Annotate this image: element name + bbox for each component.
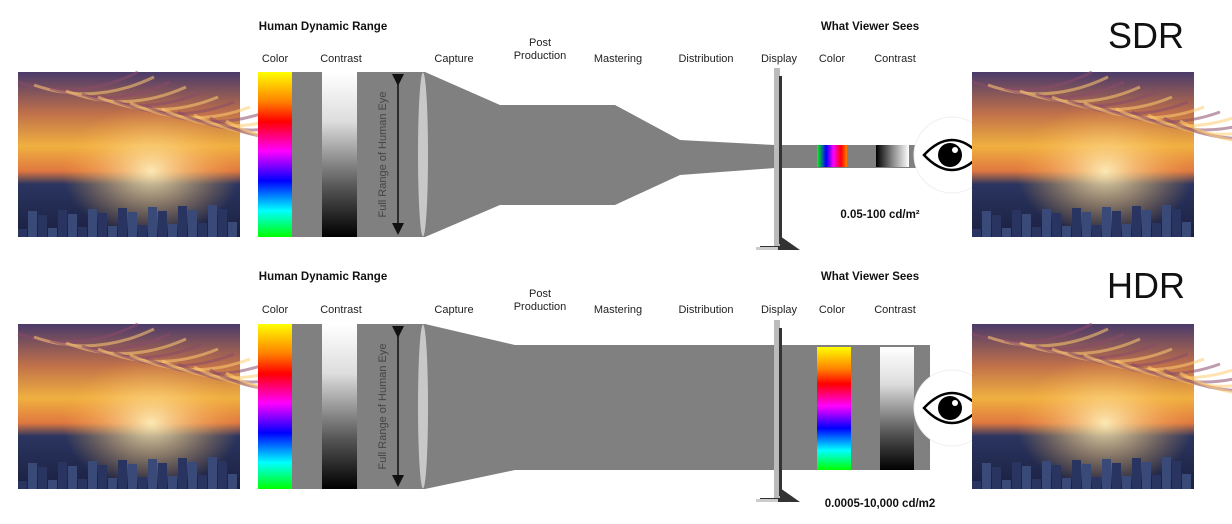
stage-mastering-label: Mastering bbox=[594, 304, 642, 316]
sdr-luminance-range: 0.05-100 cd/m² bbox=[840, 209, 919, 221]
viewer-color-label: Color bbox=[819, 53, 846, 65]
hdr-human-contrast-bar bbox=[322, 324, 357, 489]
stage-mastering-label: Mastering bbox=[594, 53, 642, 65]
stage-contrast-label: Contrast bbox=[320, 53, 362, 65]
hdr-signal-band bbox=[292, 324, 930, 489]
sdr-viewer-color-bar bbox=[817, 145, 847, 167]
hdr-row: Full Range of Human Eye Human Dynamic Ran… bbox=[17, 265, 1232, 510]
hdr-human-dynamic-range-heading: Human Dynamic Range bbox=[259, 271, 387, 283]
hdr-eye-range-label: Full Range of Human Eye bbox=[377, 344, 389, 470]
sdr-display-tv-icon bbox=[756, 68, 800, 250]
hdr-viewer-photo bbox=[971, 322, 1232, 489]
hdr-source-photo bbox=[17, 322, 347, 489]
hdr-title: HDR bbox=[1107, 265, 1185, 306]
sdr-viewer-photo bbox=[971, 70, 1232, 237]
sdr-signal-band bbox=[292, 72, 930, 237]
sdr-human-dynamic-range-heading: Human Dynamic Range bbox=[259, 21, 387, 33]
stage-post-production-label: Production bbox=[514, 50, 567, 62]
sdr-viewer-contrast-bar bbox=[876, 145, 909, 167]
sdr-source-photo bbox=[17, 70, 347, 237]
stage-color-label: Color bbox=[262, 304, 289, 316]
hdr-viewer-color-bar bbox=[817, 347, 851, 470]
hdr-viewer-contrast-bar bbox=[880, 347, 914, 470]
hdr-luminance-range: 0.0005-10,000 cd/m2 bbox=[825, 498, 936, 510]
stage-post-production-label: Post bbox=[529, 288, 551, 300]
hdr-human-color-bar bbox=[258, 324, 292, 489]
hdr-what-viewer-sees-heading: What Viewer Sees bbox=[821, 271, 919, 283]
stage-display-label: Display bbox=[761, 53, 798, 65]
stage-color-label: Color bbox=[262, 53, 289, 65]
sdr-human-color-bar bbox=[258, 72, 292, 237]
stage-distribution-label: Distribution bbox=[678, 53, 733, 65]
sdr-row: Full Range of Human Eye Human Dynamic Ran… bbox=[17, 15, 1232, 250]
stage-capture-label: Capture bbox=[434, 53, 473, 65]
stage-capture-label: Capture bbox=[434, 304, 473, 316]
sdr-title: SDR bbox=[1108, 15, 1184, 56]
stage-display-label: Display bbox=[761, 304, 798, 316]
hdr-display-tv-icon bbox=[756, 320, 800, 502]
hdr-eye-icon bbox=[913, 369, 991, 447]
viewer-contrast-label: Contrast bbox=[874, 304, 916, 316]
sdr-eye-range-label: Full Range of Human Eye bbox=[377, 92, 389, 218]
viewer-contrast-label: Contrast bbox=[874, 53, 916, 65]
viewer-color-label: Color bbox=[819, 304, 846, 316]
stage-post-production-label: Post bbox=[529, 37, 551, 49]
sdr-what-viewer-sees-heading: What Viewer Sees bbox=[821, 21, 919, 33]
stage-post-production-label: Production bbox=[514, 301, 567, 313]
hdr-lens-icon bbox=[418, 324, 428, 489]
sdr-lens-icon bbox=[418, 72, 428, 237]
stage-distribution-label: Distribution bbox=[678, 304, 733, 316]
sdr-human-contrast-bar bbox=[322, 72, 357, 237]
stage-contrast-label: Contrast bbox=[320, 304, 362, 316]
